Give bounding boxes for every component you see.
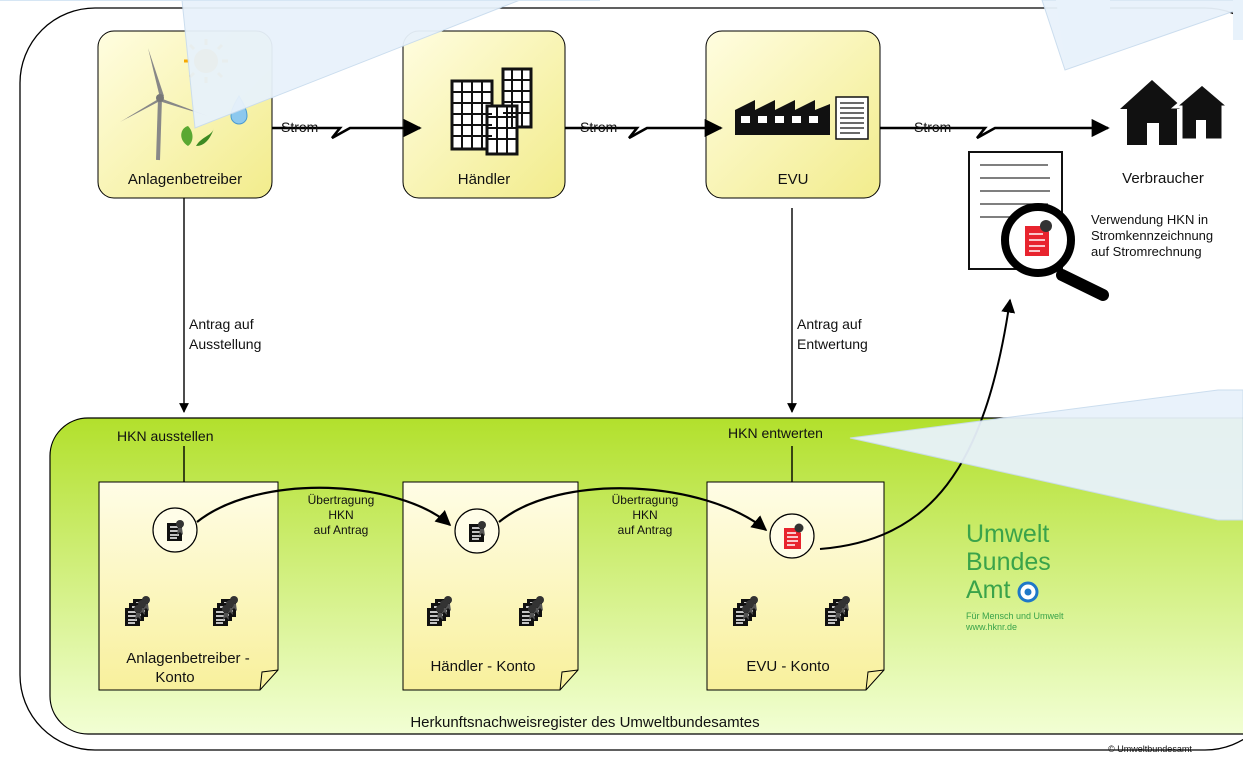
- svg-text:Bundes: Bundes: [966, 548, 1051, 576]
- callout-overlay-right: [849, 389, 1243, 521]
- label-transfer-1-a: Übertragung: [308, 493, 375, 507]
- svg-text:Für Mensch und Umwelt: Für Mensch und Umwelt: [966, 611, 1064, 621]
- label-usage-1: Verwendung HKN in: [1091, 212, 1208, 227]
- account-haendler: [402, 481, 579, 691]
- label-usage-2: Stromkennzeichnung: [1091, 228, 1213, 243]
- svg-text:www.hknr.de: www.hknr.de: [965, 622, 1017, 632]
- leaf-icon: [181, 126, 214, 146]
- label-account-haendler: Händler - Konto: [430, 658, 535, 675]
- label-transfer-2-b: HKN: [632, 508, 657, 522]
- label-transfer-1-b: HKN: [328, 508, 353, 522]
- label-usage-3: auf Stromrechnung: [1091, 244, 1202, 259]
- buildings-icon: [450, 67, 533, 156]
- uba-logo: Umwelt Bundes Amt Für Mensch und Umwelt …: [965, 520, 1064, 632]
- label-antrag-entwertung-1: Antrag auf: [797, 316, 862, 332]
- label-haendler: Händler: [458, 171, 511, 188]
- label-register-title: Herkunftsnachweisregister des Umweltbund…: [410, 714, 759, 731]
- account-anlagenbetreiber: [98, 481, 279, 691]
- label-transfer-2-a: Übertragung: [612, 493, 679, 507]
- label-account-anlagenbetreiber-2: Konto: [155, 669, 194, 686]
- invoice-magnifier-icon: [968, 151, 1109, 301]
- register-area: [49, 417, 1243, 735]
- transfer-arrow-1: [196, 486, 452, 527]
- copyright: © Umweltbundesamt: [1108, 744, 1192, 754]
- svg-text:Amt: Amt: [966, 576, 1011, 604]
- label-account-evu: EVU - Konto: [746, 658, 829, 675]
- account-evu: [706, 481, 885, 691]
- strom-arrow-1: [272, 118, 422, 140]
- label-anlagenbetreiber: Anlagenbetreiber: [128, 171, 242, 188]
- wind-turbine-icon: [120, 48, 208, 161]
- label-evu: EVU: [778, 171, 809, 188]
- label-strom-2: Strom: [580, 119, 617, 135]
- label-account-anlagenbetreiber-1: Anlagenbetreiber -: [126, 650, 249, 667]
- label-strom-3: Strom: [914, 119, 951, 135]
- label-hkn-ausstellen: HKN ausstellen: [117, 428, 214, 444]
- label-transfer-2-c: auf Antrag: [618, 523, 673, 537]
- label-antrag-ausstellung-1: Antrag auf: [189, 316, 254, 332]
- certificate-icon-cancelled: [769, 513, 815, 559]
- factory-icon: [735, 96, 869, 140]
- strom-arrow-2: [565, 118, 723, 140]
- arrow-to-invoice: [819, 298, 1016, 550]
- label-antrag-entwertung-2: Entwertung: [797, 336, 868, 352]
- label-strom-1: Strom: [281, 119, 318, 135]
- strom-arrow-3: [880, 118, 1110, 140]
- label-antrag-ausstellung-2: Ausstellung: [189, 336, 261, 352]
- label-transfer-1-c: auf Antrag: [314, 523, 369, 537]
- certificate-icon-1: [152, 507, 198, 553]
- transfer-arrow-2: [498, 487, 768, 531]
- label-hkn-entwerten: HKN entwerten: [728, 425, 823, 441]
- houses-icon: [1120, 80, 1234, 145]
- label-verbraucher: Verbraucher: [1122, 170, 1204, 187]
- svg-text:Umwelt: Umwelt: [966, 520, 1049, 548]
- certificate-icon-2: [454, 508, 500, 554]
- callout-overlay-top-left: [150, 0, 521, 129]
